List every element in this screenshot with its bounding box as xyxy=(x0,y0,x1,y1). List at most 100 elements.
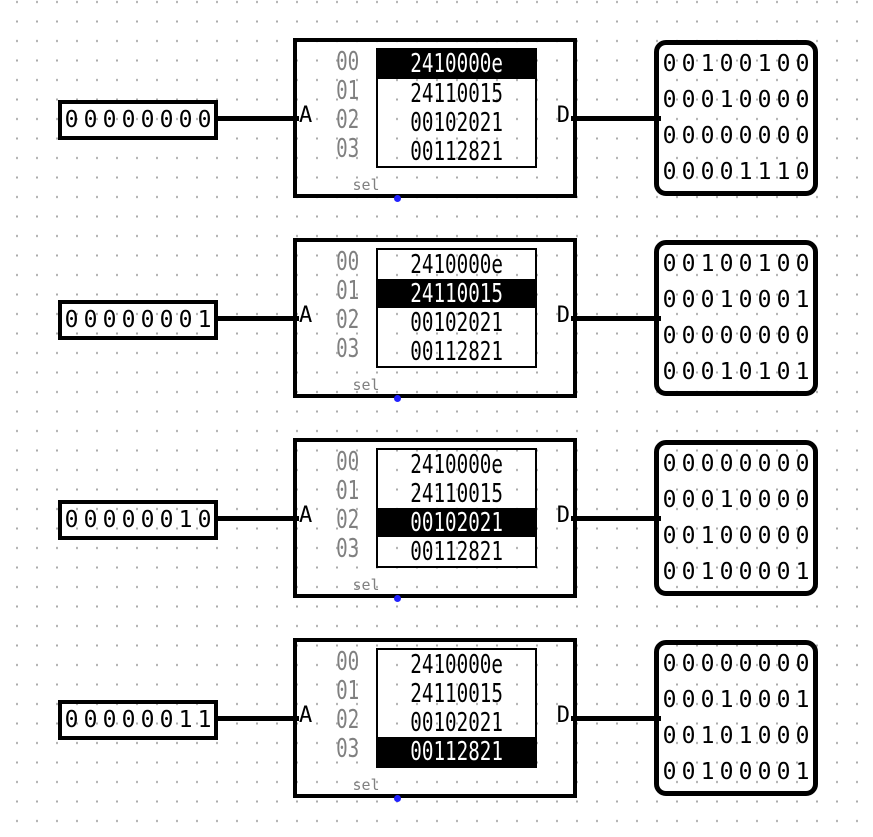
bit-digit[interactable]: 0 xyxy=(121,706,136,733)
rom-sel-pin-dot xyxy=(394,195,401,202)
bit-digit[interactable]: 0 xyxy=(159,106,174,133)
rom-component: A D 00 01 02 03 2410000e 24110015 001020… xyxy=(293,438,577,602)
bit-digit: 0 xyxy=(700,322,715,349)
bit-digit[interactable]: 0 xyxy=(121,106,136,133)
rom-address-text: 01 xyxy=(335,676,359,706)
rom-data-table: 2410000e 24110015 00102021 00112821 xyxy=(376,648,537,768)
bit-digit[interactable]: 0 xyxy=(83,706,98,733)
bit-digit: 0 xyxy=(738,450,753,477)
bit-digit: 1 xyxy=(719,486,734,513)
rom-value-cell[interactable]: 24110015 xyxy=(378,479,535,509)
bit-digit[interactable]: 0 xyxy=(64,706,79,733)
bit-digit[interactable]: 0 xyxy=(102,106,117,133)
bit-digit: 0 xyxy=(719,250,734,277)
bit-digit[interactable]: 0 xyxy=(64,506,79,533)
bit-digit[interactable]: 0 xyxy=(178,306,193,333)
rom-value-cell[interactable]: 00102021 xyxy=(378,308,535,338)
bit-digit: 1 xyxy=(700,50,715,77)
rom-value-cell[interactable]: 00102021 xyxy=(378,708,535,738)
bit-digit: 0 xyxy=(700,450,715,477)
bit-digit: 0 xyxy=(776,322,791,349)
bit-digit[interactable]: 0 xyxy=(140,706,155,733)
bit-digit[interactable]: 0 xyxy=(64,306,79,333)
bit-digit[interactable]: 0 xyxy=(159,506,174,533)
bit-digit[interactable]: 0 xyxy=(197,506,212,533)
bit-digit: 0 xyxy=(662,358,677,385)
rom-value-cell[interactable]: 00112821 xyxy=(378,537,535,567)
bit-digit: 0 xyxy=(681,322,696,349)
rom-value-cell[interactable]: 2410000e xyxy=(378,250,535,280)
rom-address-label: 02 xyxy=(330,506,363,535)
rom-address-label: 01 xyxy=(330,277,363,306)
wire-rom-to-output xyxy=(571,716,661,721)
bit-digit[interactable]: 1 xyxy=(197,306,212,333)
rom-value-cell[interactable]: 24110015 xyxy=(376,278,537,309)
rom-address-label: 03 xyxy=(330,735,363,764)
bit-digit[interactable]: 0 xyxy=(140,106,155,133)
bit-digit: 1 xyxy=(719,86,734,113)
bit-digit: 0 xyxy=(681,450,696,477)
bit-digit[interactable]: 0 xyxy=(140,506,155,533)
bit-digit[interactable]: 0 xyxy=(102,506,117,533)
bit-digit: 1 xyxy=(795,358,810,385)
bit-digit[interactable]: 0 xyxy=(64,106,79,133)
bit-digit[interactable]: 1 xyxy=(197,706,212,733)
rom-value-cell[interactable]: 24110015 xyxy=(378,679,535,709)
bit-digit[interactable]: 0 xyxy=(121,506,136,533)
rom-address-label: 01 xyxy=(330,477,363,506)
rom-value-cell[interactable]: 2410000e xyxy=(378,450,535,480)
bit-digit: 0 xyxy=(795,486,810,513)
rom-value-text: 2410000e xyxy=(410,48,503,79)
bit-digit: 0 xyxy=(662,250,677,277)
bit-digit[interactable]: 0 xyxy=(102,306,117,333)
bit-digit: 0 xyxy=(738,558,753,585)
bit-digit: 0 xyxy=(776,686,791,713)
rom-value-cell[interactable]: 2410000e xyxy=(376,48,537,79)
rom-value-text: 24110015 xyxy=(410,278,503,309)
bit-digit: 0 xyxy=(662,686,677,713)
bit-digit[interactable]: 0 xyxy=(159,706,174,733)
rom-value-text: 00112821 xyxy=(410,736,503,767)
bit-digit[interactable]: 0 xyxy=(121,306,136,333)
bit-digit[interactable]: 0 xyxy=(159,306,174,333)
rom-address-label: 00 xyxy=(330,648,363,677)
rom-value-cell[interactable]: 00102021 xyxy=(376,508,537,538)
rom-value-cell[interactable]: 2410000e xyxy=(378,650,535,680)
rom-value-cell[interactable]: 00102021 xyxy=(378,107,535,138)
rom-value-cell[interactable]: 00112821 xyxy=(376,736,537,767)
bit-digit: 0 xyxy=(719,722,734,749)
rom-address-text: 03 xyxy=(335,534,359,564)
bit-digit[interactable]: 0 xyxy=(178,106,193,133)
bit-digit: 0 xyxy=(757,122,772,149)
rom-port-d-label: D xyxy=(556,303,570,328)
bit-digit: 0 xyxy=(681,250,696,277)
bit-digit[interactable]: 0 xyxy=(102,706,117,733)
rom-value-cell[interactable]: 00112821 xyxy=(378,337,535,367)
rom-value-cell[interactable]: 00112821 xyxy=(378,137,535,167)
wire-rom-to-output xyxy=(571,516,661,521)
rom-value-text: 00102021 xyxy=(410,107,503,138)
bit-digit[interactable]: 1 xyxy=(178,506,193,533)
rom-value-cell[interactable]: 24110015 xyxy=(378,79,535,109)
bit-digit[interactable]: 0 xyxy=(83,306,98,333)
bit-digit[interactable]: 0 xyxy=(83,506,98,533)
rom-address-column: 00 01 02 03 xyxy=(330,448,363,564)
bit-digit[interactable]: 1 xyxy=(178,706,193,733)
bit-digit: 0 xyxy=(662,286,677,313)
bit-digit: 1 xyxy=(738,158,753,185)
bit-digit[interactable]: 0 xyxy=(197,106,212,133)
bit-digit[interactable]: 0 xyxy=(140,306,155,333)
bit-digit[interactable]: 0 xyxy=(83,106,98,133)
bit-digit: 1 xyxy=(776,158,791,185)
